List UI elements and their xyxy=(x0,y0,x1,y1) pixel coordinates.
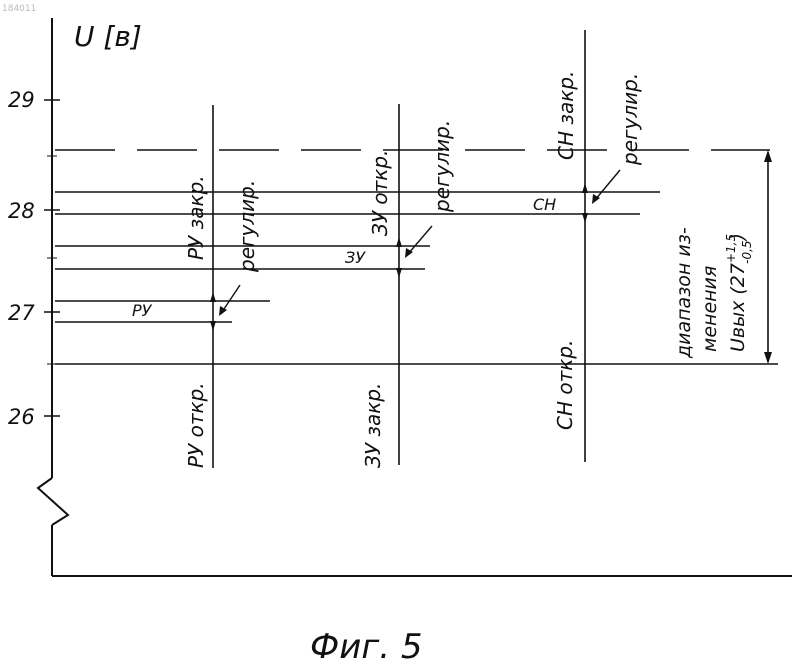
sn-column xyxy=(582,30,620,462)
zu-regul-label: регулир. xyxy=(430,120,454,213)
ru-regul-label: регулир. xyxy=(235,180,259,273)
ru-box-label: РУ xyxy=(132,301,153,320)
zu-column xyxy=(396,104,432,465)
range-label-line1: диапазон из- xyxy=(673,227,695,359)
range-label-line3: Uвых (27+1,5-0,5) xyxy=(724,233,754,352)
zu-upper-label: ЗУ откр. xyxy=(368,150,392,236)
level-lines xyxy=(55,150,778,364)
y-tick-28: 28 xyxy=(8,199,35,223)
range-sub: -0,5 xyxy=(740,240,754,263)
figure-caption: Фиг. 5 xyxy=(310,627,422,667)
range-label-line2: менения xyxy=(699,266,721,352)
sn-regul-label: регулир. xyxy=(618,73,642,166)
y-tick-29: 29 xyxy=(8,88,35,112)
ru-upper-label: РУ закр. xyxy=(184,175,208,260)
ru-column xyxy=(210,105,240,468)
range-uvyh: Uвых (27 xyxy=(727,263,749,352)
y-tick-27: 27 xyxy=(8,301,35,325)
sn-upper-label: СН закр. xyxy=(554,71,578,160)
ru-lower-label: РУ откр. xyxy=(184,382,208,468)
sn-lower-label: СН откр. xyxy=(553,340,577,430)
zu-lower-label: ЗУ закр. xyxy=(361,383,385,468)
sn-box-label: СН xyxy=(533,195,556,214)
range-dimension xyxy=(764,150,772,364)
range-close: ) xyxy=(727,233,749,242)
header-code: 184011 xyxy=(2,4,36,14)
zu-box-label: ЗУ xyxy=(345,248,366,267)
y-tick-26: 26 xyxy=(8,405,35,429)
axis-label: U [в] xyxy=(74,20,142,53)
